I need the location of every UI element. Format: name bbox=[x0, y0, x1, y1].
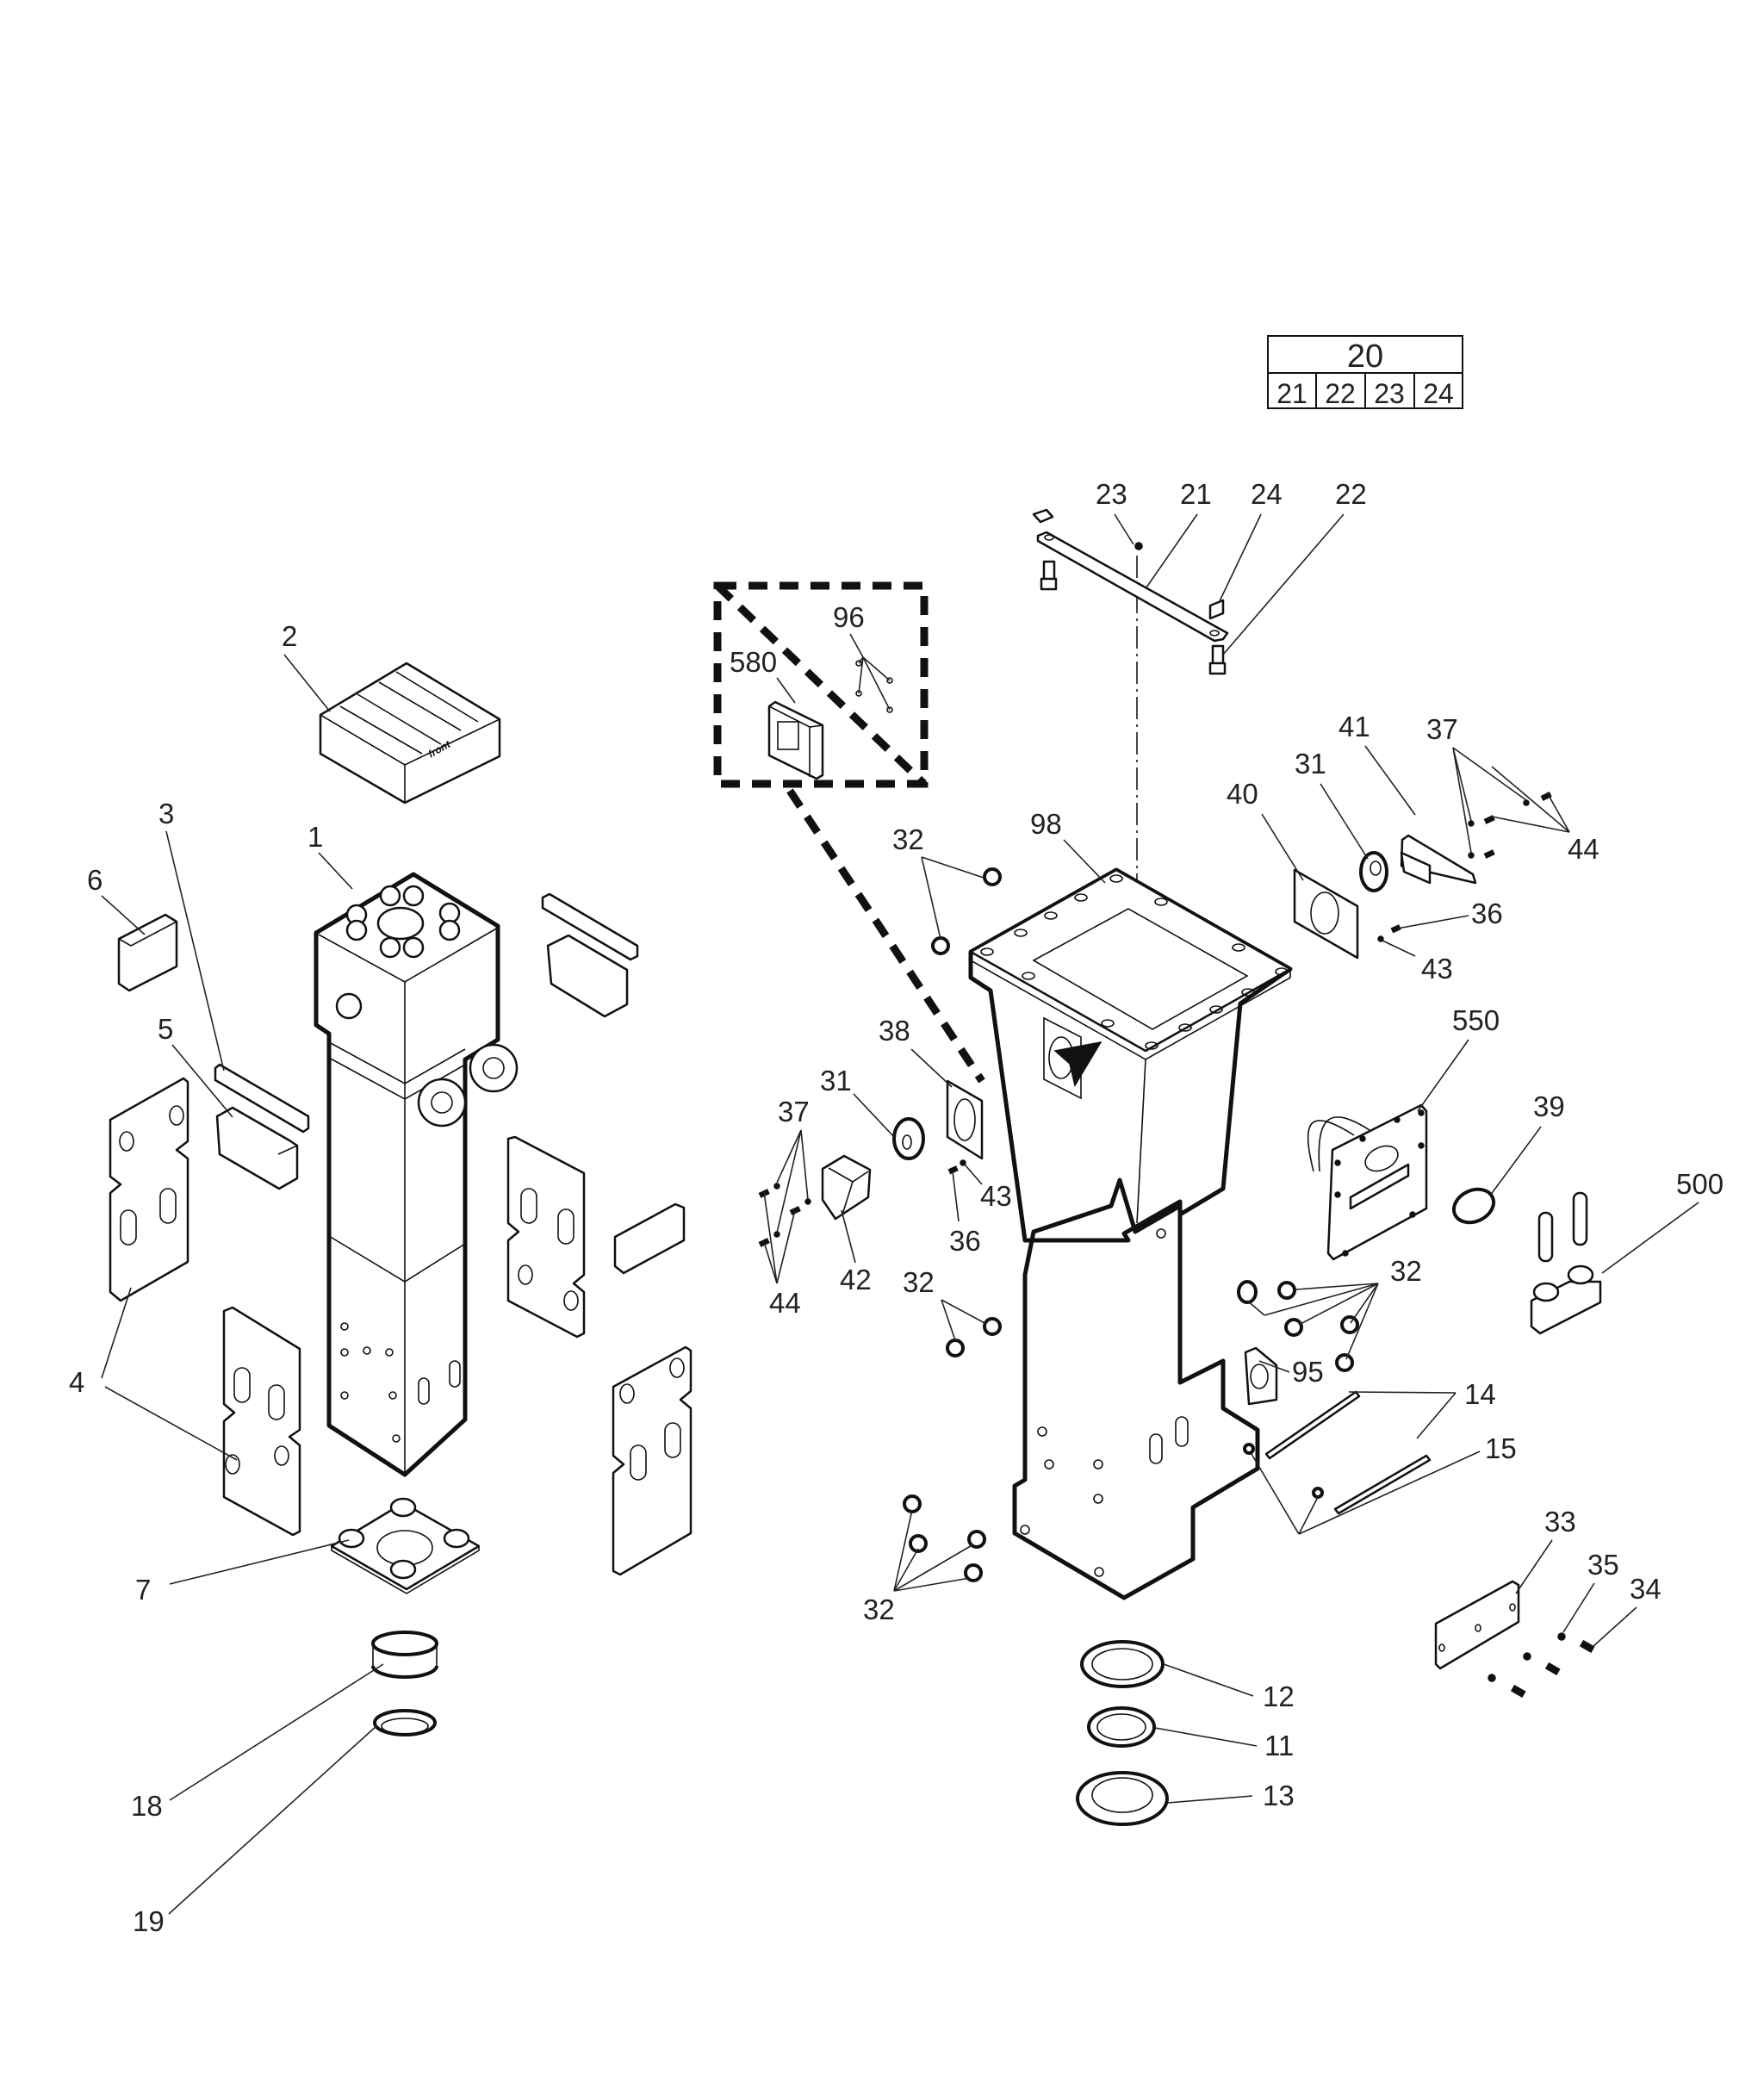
table-cell-21: 21 bbox=[1276, 378, 1307, 409]
label-5: 5 bbox=[158, 1013, 173, 1045]
part-12-ring bbox=[1080, 1640, 1165, 1688]
label-44-left: 44 bbox=[769, 1287, 801, 1319]
label-32-lower: 32 bbox=[863, 1594, 895, 1625]
table-cell-22: 22 bbox=[1325, 378, 1356, 409]
label-4: 4 bbox=[69, 1366, 84, 1398]
label-22: 22 bbox=[1335, 478, 1367, 510]
part-2-top-pad: front bbox=[319, 662, 501, 805]
part-5-buffer-left bbox=[215, 1106, 299, 1190]
part-5-buffer-right bbox=[546, 934, 629, 1018]
part-6-buffer-right bbox=[613, 1202, 686, 1275]
part-1-hammer-body bbox=[314, 872, 519, 1477]
label-31-right: 31 bbox=[1295, 748, 1326, 780]
part-31-seal-left bbox=[892, 1117, 925, 1160]
part-38-flange bbox=[946, 1079, 984, 1160]
label-3: 3 bbox=[158, 798, 174, 829]
label-41: 41 bbox=[1339, 711, 1370, 742]
part-98-frame bbox=[968, 867, 1293, 1600]
part-18-bushing bbox=[371, 1631, 438, 1679]
label-32-middle: 32 bbox=[903, 1266, 935, 1298]
part-3-strip-left bbox=[214, 1063, 310, 1134]
part-550-cover bbox=[1307, 1103, 1428, 1261]
label-2: 2 bbox=[282, 620, 297, 652]
label-36-right: 36 bbox=[1471, 898, 1503, 929]
label-18: 18 bbox=[131, 1790, 163, 1822]
label-43-left: 43 bbox=[980, 1180, 1012, 1212]
part-40-plate bbox=[1293, 868, 1359, 960]
label-35: 35 bbox=[1587, 1549, 1619, 1581]
label-34: 34 bbox=[1630, 1573, 1662, 1605]
label-40: 40 bbox=[1227, 778, 1258, 810]
part-11-ring bbox=[1087, 1706, 1156, 1748]
top-plugs bbox=[345, 885, 461, 959]
label-44-right: 44 bbox=[1568, 833, 1599, 865]
label-31-left: 31 bbox=[820, 1065, 852, 1097]
part-21-strap bbox=[1036, 531, 1229, 643]
part-6-buffer bbox=[117, 913, 178, 992]
part-14-rods bbox=[1264, 1390, 1432, 1515]
part-580-control-box bbox=[767, 700, 824, 780]
fasteners-36-43-left bbox=[947, 1159, 966, 1175]
part-4-wear-plate-upper-right bbox=[506, 1135, 586, 1339]
label-37-left: 37 bbox=[778, 1096, 810, 1128]
reference-table: 20 21 22 23 24 bbox=[1267, 335, 1463, 409]
part-23-washer bbox=[1134, 542, 1143, 550]
label-37-right: 37 bbox=[1426, 713, 1458, 745]
part-4-wear-plate-lower-left bbox=[222, 1306, 301, 1537]
label-550: 550 bbox=[1452, 1004, 1500, 1036]
label-500: 500 bbox=[1676, 1168, 1724, 1200]
part-33-plate bbox=[1434, 1580, 1520, 1670]
part-41-bracket bbox=[1400, 834, 1477, 885]
table-header-20: 20 bbox=[1347, 339, 1383, 375]
part-4-wear-plate-lower-right bbox=[612, 1345, 693, 1576]
fasteners-37-44-right bbox=[1468, 792, 1552, 859]
label-6: 6 bbox=[87, 864, 102, 896]
fasteners-36-43-right bbox=[1377, 924, 1401, 942]
label-32-right: 32 bbox=[1390, 1255, 1422, 1287]
label-12: 12 bbox=[1263, 1681, 1295, 1712]
label-32-upper: 32 bbox=[892, 823, 924, 855]
label-1: 1 bbox=[307, 821, 323, 853]
table-cell-24: 24 bbox=[1423, 378, 1454, 409]
inset-detail-box bbox=[713, 581, 985, 1084]
part-32-plugs bbox=[903, 867, 1359, 1582]
label-33: 33 bbox=[1544, 1506, 1576, 1538]
label-7: 7 bbox=[135, 1574, 151, 1606]
part-24-nut bbox=[1032, 508, 1225, 620]
part-19-seal-ring bbox=[373, 1709, 437, 1736]
label-580: 580 bbox=[730, 646, 777, 678]
label-24: 24 bbox=[1251, 478, 1283, 510]
label-42: 42 bbox=[840, 1264, 872, 1295]
label-11: 11 bbox=[1264, 1730, 1294, 1761]
part-22-bolt bbox=[1040, 560, 1227, 675]
part-7-base-plate bbox=[330, 1497, 481, 1594]
label-23: 23 bbox=[1096, 478, 1127, 510]
part-34-35-fasteners bbox=[1488, 1632, 1595, 1698]
label-43-right: 43 bbox=[1421, 953, 1453, 985]
part-39-oval-cover bbox=[1451, 1187, 1496, 1225]
label-96: 96 bbox=[833, 601, 865, 633]
part-4-wear-plate-upper-left bbox=[109, 1077, 189, 1302]
leader-lines bbox=[101, 513, 1699, 1915]
label-38: 38 bbox=[879, 1015, 910, 1047]
label-15: 15 bbox=[1485, 1432, 1517, 1464]
label-21: 21 bbox=[1180, 478, 1212, 510]
label-14: 14 bbox=[1464, 1378, 1496, 1410]
table-cell-23: 23 bbox=[1374, 378, 1405, 409]
part-3-strip-right bbox=[541, 892, 639, 961]
label-39: 39 bbox=[1533, 1090, 1565, 1122]
label-19: 19 bbox=[133, 1905, 165, 1937]
part-31-seal-right bbox=[1359, 851, 1388, 892]
part-500-fittings bbox=[1530, 1191, 1602, 1335]
label-95: 95 bbox=[1292, 1356, 1324, 1388]
label-36-left: 36 bbox=[949, 1225, 981, 1257]
part-42-bracket bbox=[821, 1154, 872, 1221]
part-95-cover bbox=[1244, 1346, 1278, 1406]
label-98: 98 bbox=[1030, 808, 1062, 840]
label-13: 13 bbox=[1263, 1780, 1295, 1811]
callout-labels: 1 2 3 4 5 6 7 18 19 580 96 23 21 24 22 9… bbox=[69, 478, 1724, 1937]
part-13-ring bbox=[1076, 1771, 1169, 1826]
